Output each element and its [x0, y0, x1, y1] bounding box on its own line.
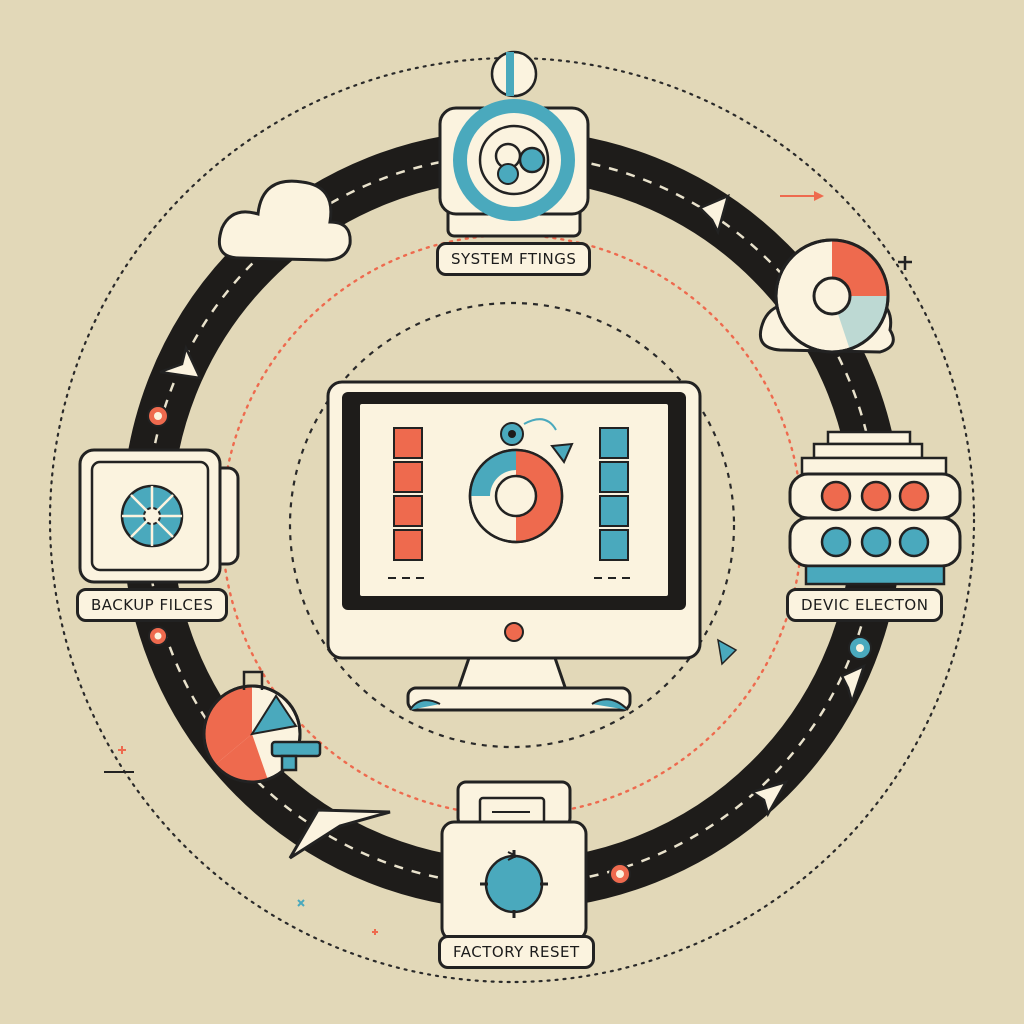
label-backup-files: BACKUP FILCES [76, 588, 229, 622]
flow-arrow-top-right [697, 193, 730, 236]
reset-circle-icon [440, 780, 588, 942]
pie-chart-icon [202, 670, 322, 784]
cloud-pie-icon [759, 238, 895, 354]
donut-icon [468, 448, 564, 544]
monitor-icon [326, 380, 702, 712]
inner-dashed-circle [288, 301, 736, 749]
label-device-selection: DEVIC ELECTON [786, 588, 944, 622]
sparkle-icon [297, 899, 305, 907]
gear-icon [147, 405, 169, 427]
flow-arrow-bottom-left [288, 808, 391, 860]
red-bar-column [388, 427, 426, 579]
flow-arrow-right [840, 663, 867, 707]
aperture-icon [78, 448, 240, 584]
sparkle-icon [372, 929, 378, 935]
gear-icon [848, 636, 872, 660]
flow-arrow-left [159, 344, 203, 380]
sparkle-icon [118, 746, 126, 754]
refresh-cycle-icon [438, 50, 590, 238]
server-stack-icon [788, 430, 962, 586]
teal-bar-column [594, 427, 632, 579]
gear-icon [148, 626, 168, 646]
cloud-icon [217, 179, 352, 262]
gear-icon [609, 863, 631, 885]
red-arrow-marker [780, 191, 824, 201]
label-system-settings: SYSTEM FTINGS [436, 242, 592, 276]
inner-arrow-small [717, 638, 738, 666]
flow-arrow-bottom-right [749, 779, 789, 818]
tiny-bug-icon [898, 256, 912, 270]
mini-toggle-icon [500, 418, 574, 464]
label-factory-reset: FACTORY RESET [438, 935, 595, 969]
